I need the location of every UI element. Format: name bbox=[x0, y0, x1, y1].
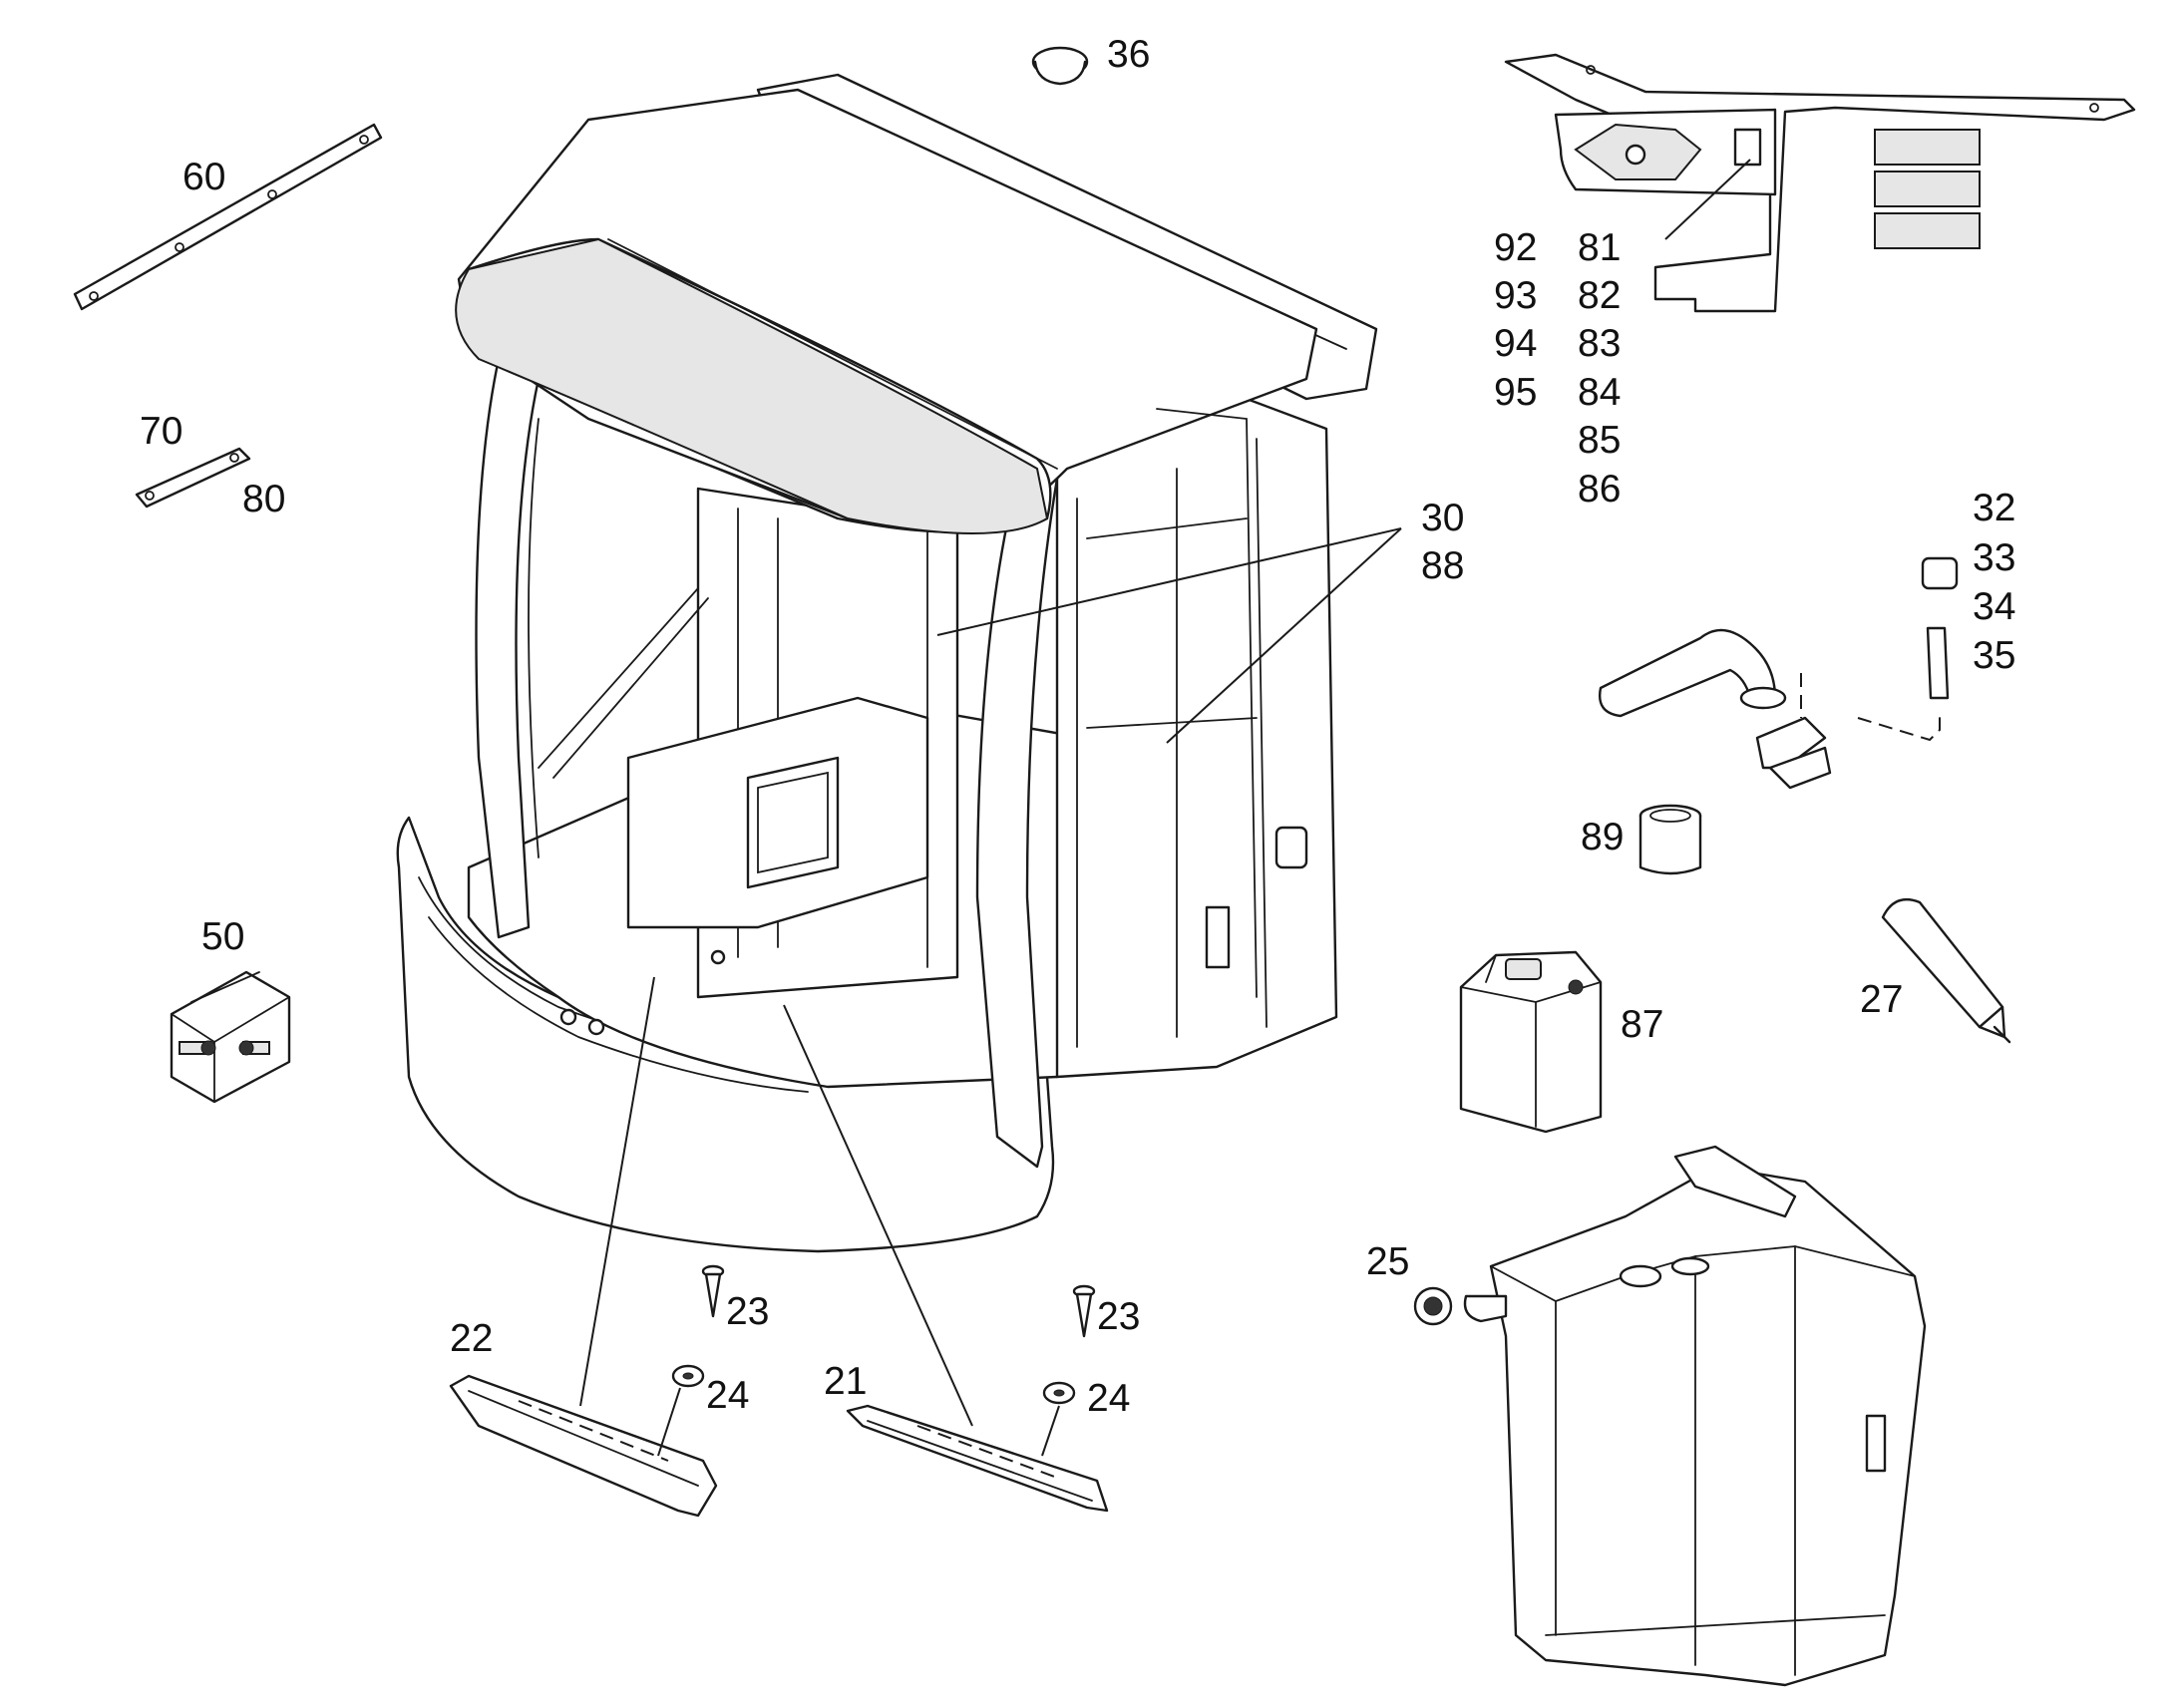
callout-87: 87 bbox=[1621, 1003, 1663, 1046]
callout-33: 33 bbox=[1973, 536, 2015, 579]
part-21-step-right bbox=[846, 1404, 1109, 1513]
part-32-35-pipe-clamp bbox=[1599, 556, 1959, 790]
callout-81: 81 bbox=[1578, 226, 1621, 269]
callout-92: 92 bbox=[1494, 226, 1537, 269]
tank bbox=[1463, 1145, 1927, 1687]
callout-23-left: 23 bbox=[726, 1290, 769, 1333]
callout-24-right: 24 bbox=[1087, 1377, 1130, 1420]
callout-labels: 36 60 70 80 50 92 93 94 95 81 82 83 84 8… bbox=[140, 33, 2015, 1420]
leader-lines bbox=[579, 159, 1751, 1457]
callout-70: 70 bbox=[140, 410, 182, 453]
part-60-strip bbox=[73, 123, 383, 311]
callout-83: 83 bbox=[1578, 322, 1621, 365]
callout-85: 85 bbox=[1578, 419, 1621, 462]
part-23-screw-a bbox=[701, 1264, 725, 1318]
part-24-washer-a bbox=[671, 1364, 705, 1388]
part-22-step-left bbox=[449, 1374, 718, 1518]
part-27-cartridge bbox=[1881, 897, 2011, 1044]
callout-50: 50 bbox=[201, 915, 244, 958]
callout-93: 93 bbox=[1494, 274, 1537, 317]
part-24-washer-b bbox=[1042, 1381, 1076, 1405]
callout-24-left: 24 bbox=[706, 1374, 749, 1417]
callout-23-right: 23 bbox=[1097, 1295, 1140, 1338]
callout-89: 89 bbox=[1581, 816, 1624, 858]
part-23-screw-b bbox=[1072, 1284, 1096, 1338]
callout-22: 22 bbox=[450, 1317, 493, 1360]
part-36-plug bbox=[1031, 46, 1089, 86]
callout-21: 21 bbox=[824, 1360, 867, 1403]
callout-84: 84 bbox=[1578, 371, 1621, 414]
callout-27: 27 bbox=[1860, 978, 1903, 1021]
callout-88: 88 bbox=[1421, 544, 1464, 587]
part-25-cap bbox=[1413, 1286, 1453, 1326]
callout-82: 82 bbox=[1578, 274, 1621, 317]
part-81-86-electrical-panel bbox=[1504, 53, 2136, 313]
callout-86: 86 bbox=[1578, 468, 1621, 511]
callout-94: 94 bbox=[1494, 322, 1537, 365]
part-50-hardware-box bbox=[170, 970, 291, 1104]
callout-25: 25 bbox=[1366, 1240, 1409, 1283]
part-70-80-plate bbox=[135, 447, 251, 509]
operator-cab bbox=[396, 73, 1378, 1253]
callout-95: 95 bbox=[1494, 371, 1537, 414]
part-87-canister bbox=[1459, 950, 1603, 1134]
callout-36: 36 bbox=[1107, 33, 1150, 76]
callout-35: 35 bbox=[1973, 634, 2015, 677]
callout-60: 60 bbox=[182, 156, 225, 198]
callout-80: 80 bbox=[242, 478, 285, 520]
callout-32: 32 bbox=[1973, 487, 2015, 529]
callout-34: 34 bbox=[1973, 585, 2015, 628]
callout-30: 30 bbox=[1421, 497, 1464, 539]
part-89-filter bbox=[1638, 804, 1702, 875]
